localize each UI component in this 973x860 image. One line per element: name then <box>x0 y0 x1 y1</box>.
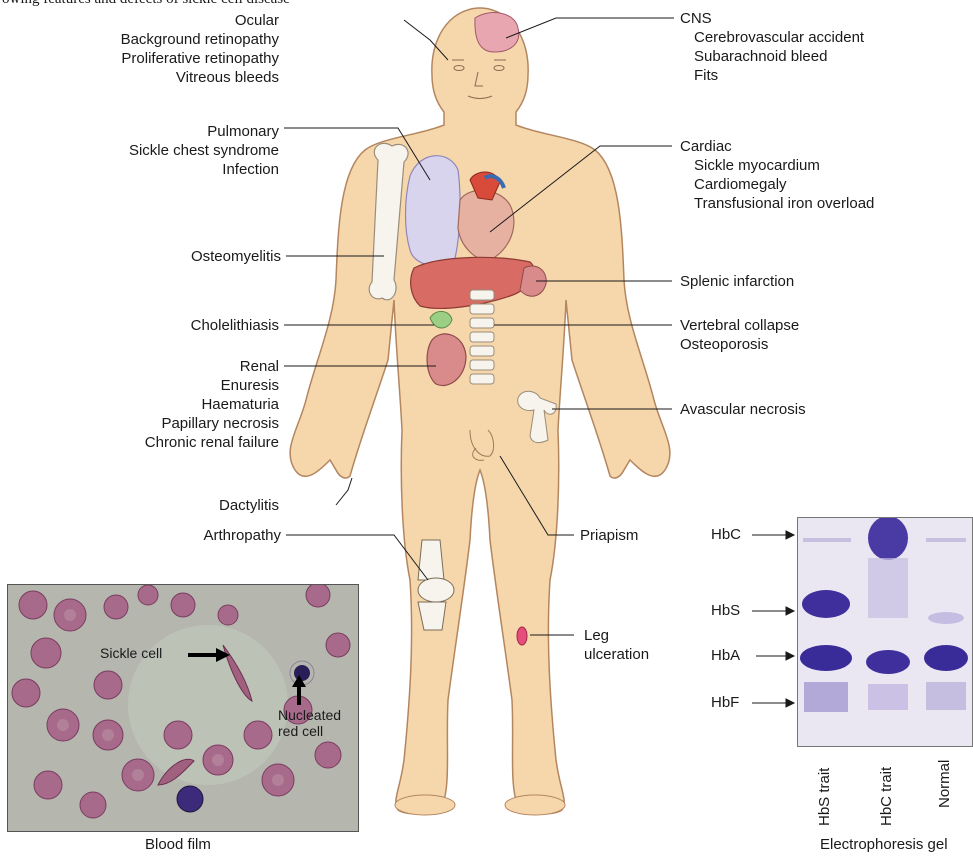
label-cardiac-item: Cardiomegaly <box>680 175 874 194</box>
label-pulmonary-title: Pulmonary <box>129 122 279 141</box>
label-cns-title: CNS <box>680 9 864 28</box>
label-ocular-item: Vitreous bleeds <box>121 68 279 87</box>
nucleated-label-line: Nucleated <box>278 707 341 723</box>
gel-image <box>798 518 972 746</box>
label-ocular-title: Ocular <box>121 11 279 30</box>
lymphocyte <box>177 786 203 812</box>
label-renal-item: Papillary necrosis <box>145 414 279 433</box>
electrophoresis-gel-panel <box>797 517 973 747</box>
nucleated-label-line: red cell <box>278 723 341 739</box>
label-leg-ulceration: Leg ulceration <box>584 626 649 664</box>
electrophoresis-caption: Electrophoresis gel <box>820 836 948 853</box>
blood-film-caption: Blood film <box>145 836 211 853</box>
gel-band-label-hba: HbA <box>711 647 740 664</box>
label-cns-item: Subarachnoid bleed <box>680 47 864 66</box>
label-leg-line: Leg <box>584 626 649 645</box>
label-cholelithiasis: Cholelithiasis <box>191 316 279 335</box>
label-splenic-infarction: Splenic infarction <box>680 272 794 291</box>
label-renal-item: Chronic renal failure <box>145 433 279 452</box>
label-leg-line: ulceration <box>584 645 649 664</box>
sickle-cell-label: Sickle cell <box>100 645 162 661</box>
label-priapism: Priapism <box>580 526 638 545</box>
gel-lane-label: HbC trait <box>878 767 895 826</box>
gel-lane-label: Normal <box>936 760 953 808</box>
gel-band-label-hbf: HbF <box>711 694 739 711</box>
brain <box>475 13 519 52</box>
label-cns: CNS Cerebrovascular accident Subarachnoi… <box>680 9 864 85</box>
label-renal-item: Haematuria <box>145 395 279 414</box>
label-dactylitis: Dactylitis <box>219 496 279 515</box>
label-pulmonary-item: Infection <box>129 160 279 179</box>
gel-band-label-hbc: HbC <box>711 526 741 543</box>
spine <box>470 290 494 384</box>
label-vertebral: Vertebral collapse Osteoporosis <box>680 316 799 354</box>
leg-ulcer <box>517 627 527 645</box>
label-osteomyelitis: Osteomyelitis <box>191 247 281 266</box>
label-cns-item: Fits <box>680 66 864 85</box>
label-ocular: Ocular Background retinopathy Proliferat… <box>121 11 279 87</box>
label-renal: Renal Enuresis Haematuria Papillary necr… <box>145 357 279 452</box>
label-vertebral-line: Osteoporosis <box>680 335 799 354</box>
nucleated-red-cell <box>294 665 310 681</box>
label-pulmonary: Pulmonary Sickle chest syndrome Infectio… <box>129 122 279 179</box>
label-cardiac: Cardiac Sickle myocardium Cardiomegaly T… <box>680 137 874 213</box>
label-pulmonary-item: Sickle chest syndrome <box>129 141 279 160</box>
label-renal-item: Enuresis <box>145 376 279 395</box>
gel-lane-label: HbS trait <box>816 768 833 826</box>
label-cns-item: Cerebrovascular accident <box>680 28 864 47</box>
gel-band-label-hbs: HbS <box>711 602 740 619</box>
label-renal-title: Renal <box>145 357 279 376</box>
label-cardiac-title: Cardiac <box>680 137 874 156</box>
label-avascular-necrosis: Avascular necrosis <box>680 400 806 419</box>
label-ocular-item: Background retinopathy <box>121 30 279 49</box>
label-ocular-item: Proliferative retinopathy <box>121 49 279 68</box>
label-cardiac-item: Transfusional iron overload <box>680 194 874 213</box>
lung <box>406 156 461 266</box>
label-cardiac-item: Sickle myocardium <box>680 156 874 175</box>
label-arthropathy: Arthropathy <box>203 526 281 545</box>
blood-film-panel: Sickle cell Nucleated red cell <box>7 584 359 832</box>
label-vertebral-line: Vertebral collapse <box>680 316 799 335</box>
nucleated-label: Nucleated red cell <box>278 707 341 739</box>
